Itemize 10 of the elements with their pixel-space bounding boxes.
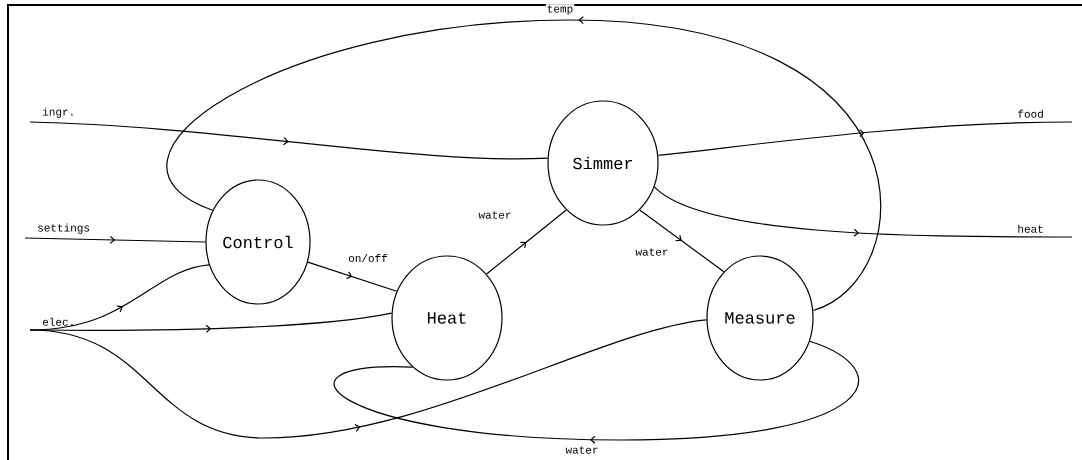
wire-label: food [1018,109,1043,118]
wire-label: settings [38,223,90,234]
wire-label: ingr. [43,107,73,118]
edge-label: water [477,210,513,220]
edge-label: water [564,445,600,455]
edge-label: water [634,247,670,257]
edge-label: on/off [347,252,389,264]
edge-label: temp [545,4,575,16]
wire-label: elec. [42,317,73,326]
wire-label: heat [1018,224,1043,233]
